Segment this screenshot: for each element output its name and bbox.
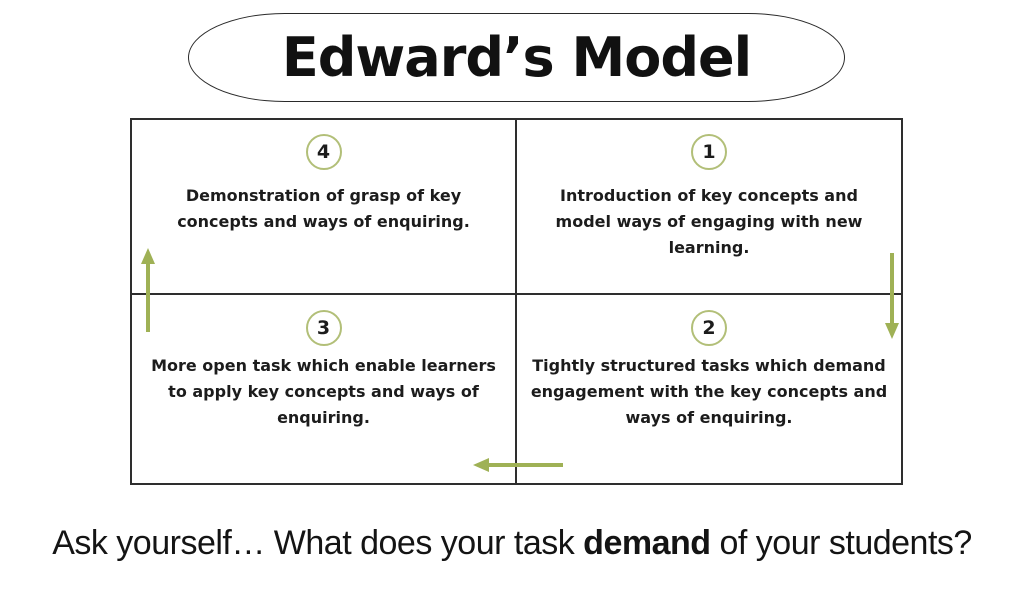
quadrant-1-text: Introduction of key concepts and model w… [555,186,863,257]
down-arrow-icon [885,253,899,339]
quadrant-grid: 4 Demonstration of grasp of key concepts… [130,118,903,485]
quadrant-3-number-badge: 3 [305,310,342,346]
quadrant-2-text: Tightly structured tasks which demand en… [530,356,888,427]
quadrant-1-number-badge: 1 [691,134,727,170]
quadrant-4-number: 4 [316,141,331,163]
quadrant-4-number-badge: 4 [305,134,342,170]
caption-text: Ask yourself… What does your task demand… [0,524,1024,563]
up-arrow-icon [141,248,155,332]
quadrant-3-number: 3 [316,317,331,339]
quadrant-2: 2 Tightly structured tasks which demand … [517,295,901,483]
quadrant-2-number-badge: 2 [691,310,727,346]
quadrant-2-number: 2 [702,317,716,339]
caption-bold-word: demand [583,524,711,562]
page-title: Edward’s Model [281,26,752,89]
quadrant-4: 4 Demonstration of grasp of key concepts… [132,120,517,295]
quadrant-4-text: Demonstration of grasp of key concepts a… [177,186,470,231]
quadrant-1: 1 Introduction of key concepts and model… [517,120,901,295]
caption-after: of your students? [710,524,972,562]
left-arrow-icon [473,458,563,472]
caption-before: Ask yourself… What does your task [52,524,584,562]
quadrant-3: 3 More open task which enable learners t… [132,295,517,483]
quadrant-3-text: More open task which enable learners to … [151,356,496,427]
title-pill: Edward’s Model [188,13,845,102]
quadrant-1-number: 1 [702,141,716,163]
